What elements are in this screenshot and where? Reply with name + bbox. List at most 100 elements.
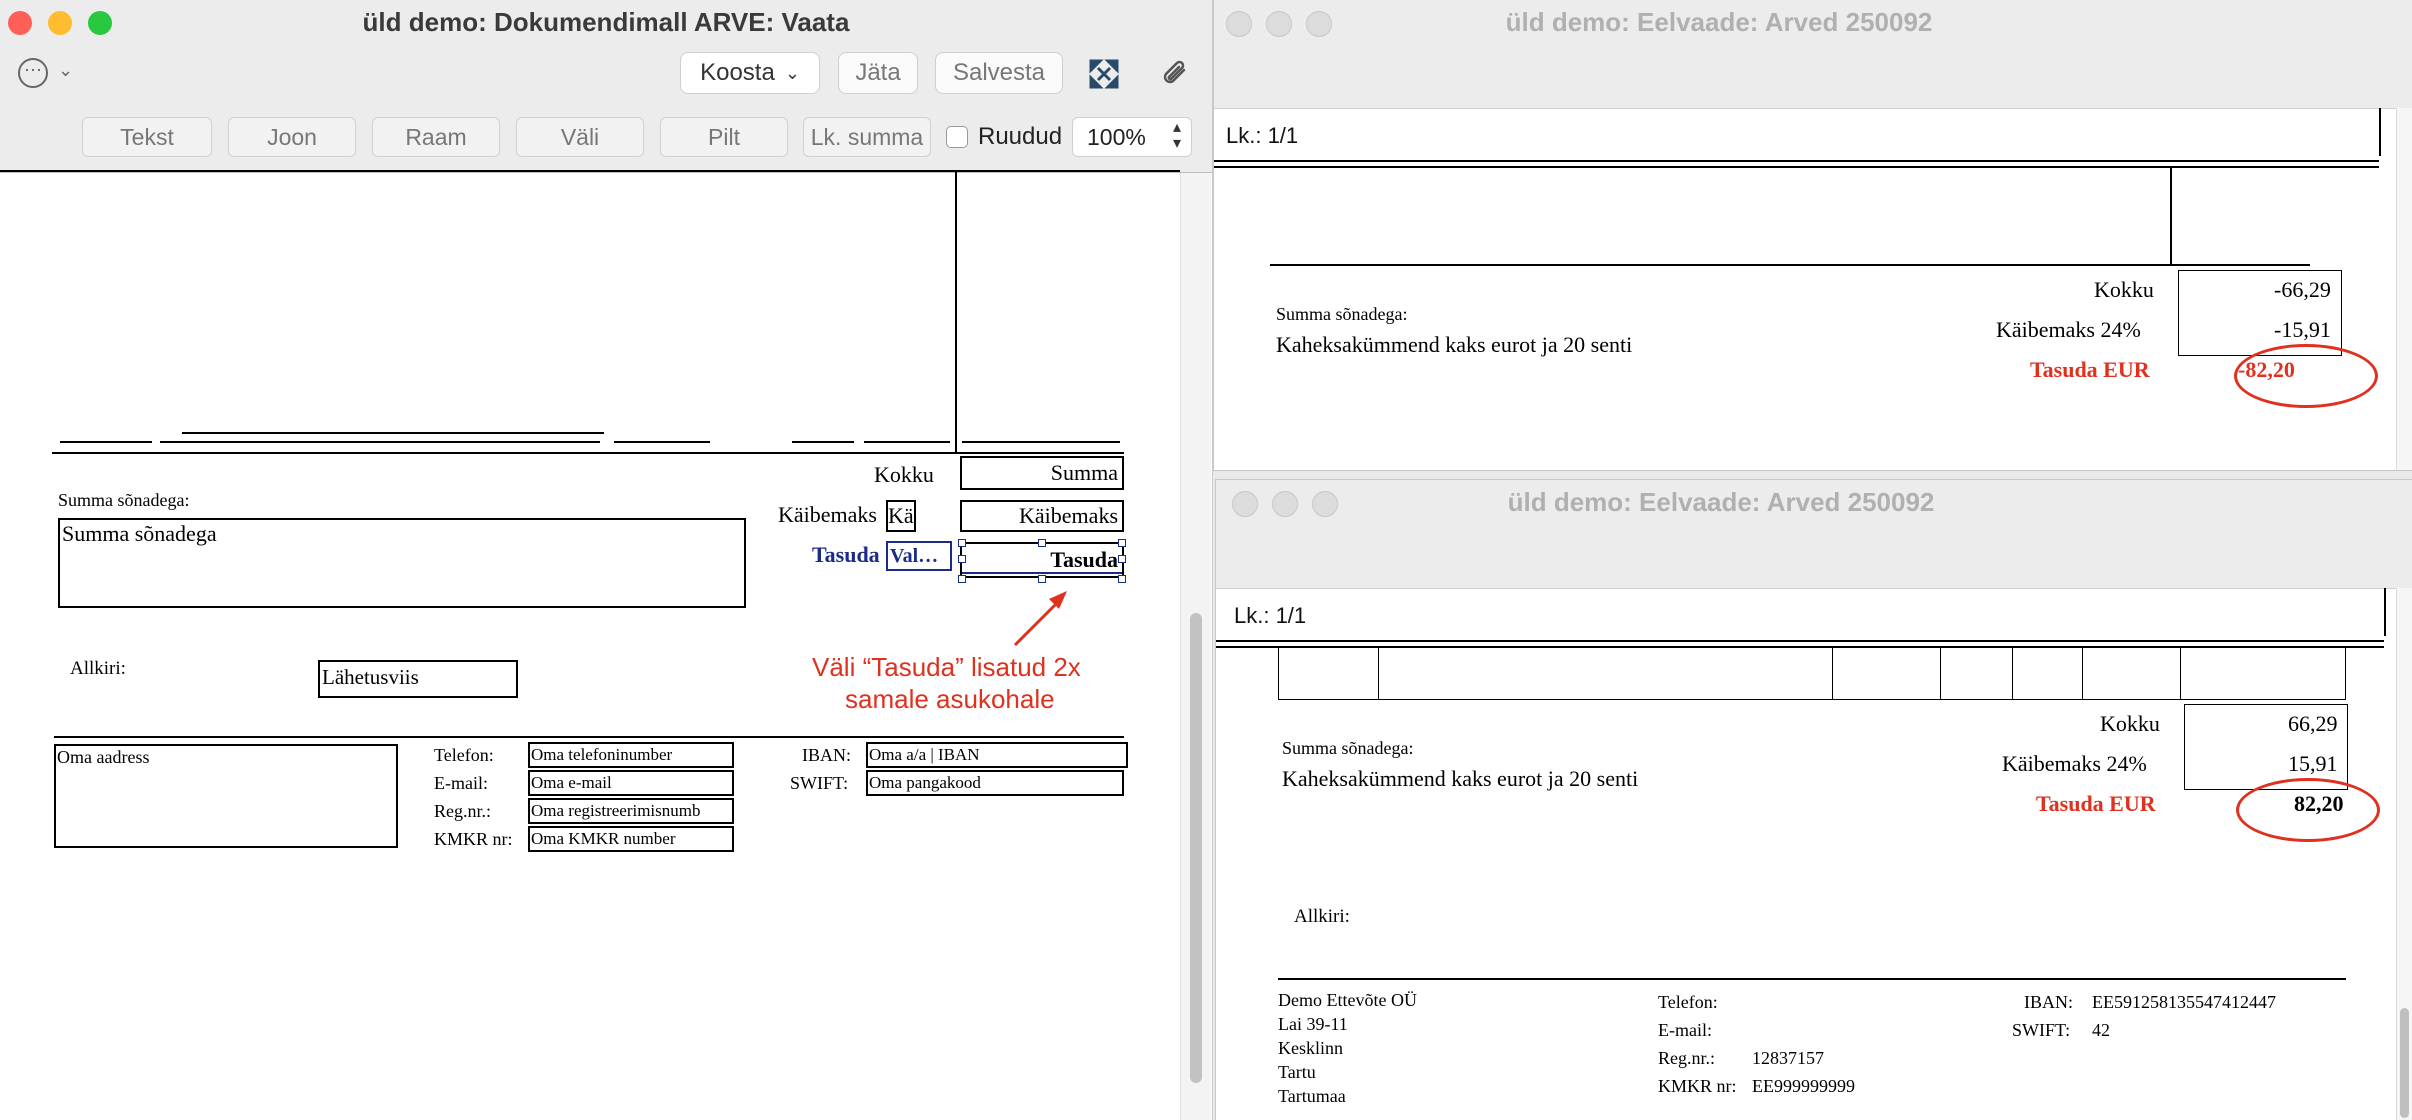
regnr-label: Reg.nr.: xyxy=(1658,1048,1715,1068)
kmkr-label: KMKR nr: xyxy=(434,829,513,849)
scrollbar-track[interactable] xyxy=(2396,588,2412,1120)
kaibemaks-small-field[interactable]: Kä xyxy=(886,500,916,532)
oma-aadress-field[interactable]: Oma aadress xyxy=(54,744,398,848)
kaibemaks-label: Käibemaks xyxy=(778,502,877,527)
column-line xyxy=(962,441,1120,443)
oma-swift-field[interactable]: Oma pangakood xyxy=(866,770,1124,796)
oma-reg-text: Oma registreerimisnumb xyxy=(531,801,701,820)
jata-button[interactable]: Jäta xyxy=(838,52,918,94)
minimize-window-button[interactable] xyxy=(1272,491,1298,517)
resize-handle[interactable] xyxy=(958,555,966,563)
resize-handle[interactable] xyxy=(1118,575,1126,583)
ruudud-checkbox[interactable] xyxy=(946,126,968,148)
more-options-icon[interactable]: ⋯ xyxy=(18,58,48,88)
swift-value: 42 xyxy=(2092,1020,2110,1040)
close-window-button[interactable] xyxy=(1232,491,1258,517)
template-canvas[interactable] xyxy=(0,173,1180,1120)
kokku-label: Kokku xyxy=(874,462,934,487)
vali-button[interactable]: Väli xyxy=(516,117,644,157)
vertical-line xyxy=(955,172,957,452)
regnr-label: Reg.nr.: xyxy=(434,801,491,821)
company-name: Demo Ettevõte OÜ xyxy=(1278,990,1417,1010)
vertical-line xyxy=(2384,588,2386,636)
kmkr-value: EE999999999 xyxy=(1752,1076,1855,1096)
oma-kmkr-field[interactable]: Oma KMKR number xyxy=(528,826,734,852)
zoom-window-button[interactable] xyxy=(1312,491,1338,517)
resize-handle[interactable] xyxy=(1118,555,1126,563)
tasuda-label: Tasuda xyxy=(812,542,880,567)
zoom-value: 100% xyxy=(1087,124,1146,150)
oma-email-text: Oma e-mail xyxy=(531,773,612,792)
zoom-window-button[interactable] xyxy=(1306,11,1332,37)
koosta-button[interactable]: Koosta ⌄ xyxy=(680,52,820,94)
minimize-window-button[interactable] xyxy=(48,11,72,35)
tasuda-label: Tasuda EUR xyxy=(2030,357,2150,382)
kaibemaks-field[interactable]: Käibemaks xyxy=(960,500,1124,532)
minimize-window-button[interactable] xyxy=(1266,11,1292,37)
telefon-label: Telefon: xyxy=(1658,992,1718,1012)
annotation-arrow xyxy=(1013,591,1067,647)
resize-handle[interactable] xyxy=(958,539,966,547)
email-label: E-mail: xyxy=(434,773,488,793)
stepper-icon: ▴▾ xyxy=(1172,119,1181,152)
oma-aadress-text: Oma aadress xyxy=(57,747,150,767)
column-line xyxy=(60,441,152,443)
kaibemaks-value: -15,91 xyxy=(2274,317,2331,342)
oma-email-field[interactable]: Oma e-mail xyxy=(528,770,734,796)
summa-sonadega-value: Kaheksakümmend kaks eurot ja 20 senti xyxy=(1282,766,1639,791)
oma-iban-text: Oma a/a | IBAN xyxy=(869,745,980,764)
selection-line xyxy=(962,572,1122,574)
preview2-titlebar xyxy=(1216,480,2412,589)
summa-sonadega-label: Summa sõnadega: xyxy=(1282,738,1414,758)
scrollbar-thumb[interactable] xyxy=(1190,613,1202,1083)
resize-handle[interactable] xyxy=(1038,539,1046,547)
summa-field-text: Summa xyxy=(1050,460,1118,485)
column-divider xyxy=(2180,648,2181,700)
kaibemaks-label: Käibemaks 24% xyxy=(1996,317,2141,342)
address-line: Lai 39-11 xyxy=(1278,1014,1348,1034)
valuuta-field-text: Val… xyxy=(890,545,939,567)
resize-handle[interactable] xyxy=(1118,539,1126,547)
kaibemaks-label: Käibemaks 24% xyxy=(2002,751,2147,776)
valuuta-field[interactable]: Val… xyxy=(886,541,952,571)
oma-iban-field[interactable]: Oma a/a | IBAN xyxy=(866,742,1128,768)
kmkr-label: KMKR nr: xyxy=(1658,1076,1737,1096)
editor-window-title: üld demo: Dokumendimall ARVE: Vaata xyxy=(362,7,850,37)
raam-button[interactable]: Raam xyxy=(372,117,500,157)
fullscreen-icon[interactable] xyxy=(1088,58,1120,90)
kaibemaks-small-text: Kä xyxy=(888,503,914,528)
resize-handle[interactable] xyxy=(958,575,966,583)
pilt-button[interactable]: Pilt xyxy=(660,117,788,157)
tasuda-label: Tasuda EUR xyxy=(2036,791,2156,816)
preview-window-1: üld demo: Eelvaade: Arved 250092 Lk.: 1/… xyxy=(1214,0,2412,470)
zoom-window-button[interactable] xyxy=(88,11,112,35)
canvas-scrollbar[interactable] xyxy=(1180,173,1211,1120)
chevron-down-icon[interactable]: ⌄ xyxy=(58,60,74,80)
allkiri-label: Allkiri: xyxy=(70,658,126,679)
oma-reg-field[interactable]: Oma registreerimisnumb xyxy=(528,798,734,824)
zoom-stepper[interactable]: 100% ▴▾ xyxy=(1072,117,1192,157)
iban-value: EE591258135547412447 xyxy=(2092,992,2276,1012)
resize-handle[interactable] xyxy=(1038,575,1046,583)
page-label: Lk.: 1/1 xyxy=(1234,603,1307,628)
lahetusviis-field[interactable]: Lähetusviis xyxy=(318,660,518,698)
lk-summa-button[interactable]: Lk. summa xyxy=(803,117,931,157)
scrollbar-thumb[interactable] xyxy=(2400,1008,2409,1118)
tekst-button[interactable]: Tekst xyxy=(82,117,212,157)
paperclip-icon[interactable] xyxy=(1160,56,1190,90)
highlight-circle xyxy=(2236,778,2380,842)
summa-field[interactable]: Summa xyxy=(960,456,1124,490)
summa-sonadega-field[interactable]: Summa sõnadega xyxy=(58,518,746,608)
allkiri-label: Allkiri: xyxy=(1294,906,1350,927)
close-window-button[interactable] xyxy=(1226,11,1252,37)
summary-top-line xyxy=(52,452,1124,454)
close-window-button[interactable] xyxy=(8,11,32,35)
column-line xyxy=(864,441,950,443)
swift-label: SWIFT: xyxy=(2012,1020,2071,1040)
scrollbar-track[interactable] xyxy=(2396,108,2412,470)
oma-telefon-field[interactable]: Oma telefoninumber xyxy=(528,742,734,768)
header-line xyxy=(1214,166,2379,168)
salvesta-button[interactable]: Salvesta xyxy=(935,52,1063,94)
address-line: Tartumaa xyxy=(1278,1086,1346,1106)
joon-button[interactable]: Joon xyxy=(228,117,356,157)
